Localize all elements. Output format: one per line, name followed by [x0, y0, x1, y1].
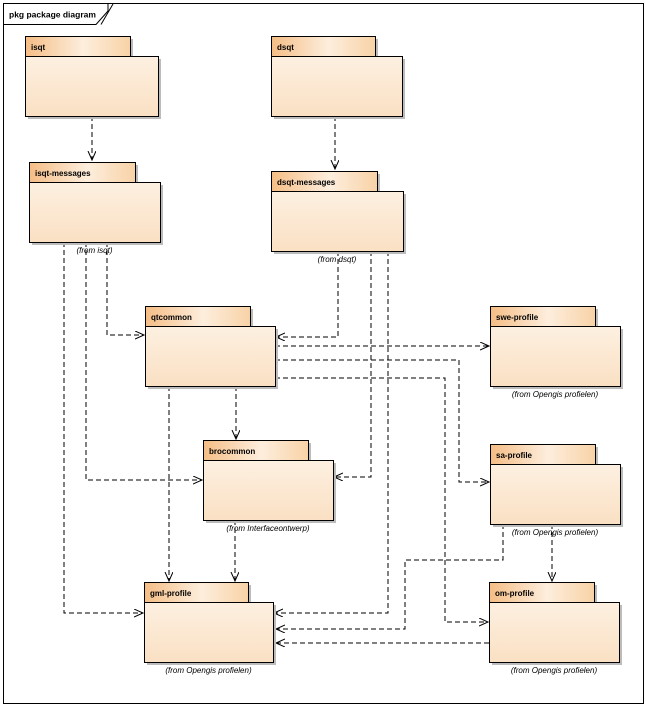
package-body[interactable] — [490, 326, 621, 387]
dependencies-layer — [63, 116, 552, 643]
package-from-label-brocommon: (from Interfaceontwerp) — [226, 524, 309, 533]
package-name-om-profile: om-profile — [495, 589, 535, 598]
package-from-label-dsqt-messages: (from dsqt) — [318, 255, 357, 264]
package-body[interactable] — [490, 464, 621, 525]
package-body[interactable] — [29, 182, 161, 243]
packages-layer: isqt dsqt isqt-messages (from isqt) dsqt-mes… — [25, 36, 624, 676]
package-name-isqt: isqt — [31, 43, 46, 52]
package-body[interactable] — [145, 326, 276, 387]
dependency-qtcommon-to-sa-profile[interactable] — [275, 359, 489, 482]
package-name-isqt-messages: isqt-messages — [35, 169, 91, 178]
package-body[interactable] — [144, 602, 274, 663]
package-name-sa-profile: sa-profile — [496, 451, 533, 460]
package-om-profile[interactable]: om-profile (from Opengis profielen) — [489, 582, 623, 676]
package-from-label-gml-profile: (from Opengis profielen) — [165, 666, 252, 675]
package-body[interactable] — [25, 56, 159, 117]
dependency-dsqt-messages-to-gml-profile[interactable] — [274, 251, 389, 613]
package-gml-profile[interactable]: gml-profile (from Opengis profielen) — [144, 582, 277, 676]
package-qtcommon[interactable]: qtcommon — [145, 306, 279, 390]
package-name-dsqt: dsqt — [277, 43, 294, 52]
package-dsqt-messages[interactable]: dsqt-messages (from dsqt) — [271, 171, 407, 265]
package-sa-profile[interactable]: sa-profile (from Opengis profielen) — [490, 444, 624, 538]
dependency-qtcommon-to-om-profile[interactable] — [275, 377, 488, 622]
package-body[interactable] — [203, 460, 334, 521]
package-from-label-sa-profile: (from Opengis profielen) — [512, 528, 599, 537]
diagram-frame-border — [3, 3, 644, 704]
package-name-gml-profile: gml-profile — [150, 589, 192, 598]
dependency-dsqt-messages-to-brocommon[interactable] — [334, 251, 372, 477]
package-dsqt[interactable]: dsqt — [271, 36, 406, 120]
package-body[interactable] — [271, 191, 404, 252]
dependency-dsqt-messages-to-qtcommon[interactable] — [276, 251, 339, 337]
package-name-qtcommon: qtcommon — [151, 313, 192, 322]
package-isqt-messages[interactable]: isqt-messages (from isqt) — [29, 162, 164, 256]
package-from-label-swe-profile: (from Opengis profielen) — [512, 390, 599, 399]
package-from-label-om-profile: (from Opengis profielen) — [511, 666, 598, 675]
package-swe-profile[interactable]: swe-profile (from Opengis profielen) — [490, 306, 624, 400]
package-brocommon[interactable]: brocommon (from Interfaceontwerp) — [203, 440, 337, 534]
package-isqt[interactable]: isqt — [25, 36, 162, 120]
diagram-frame-tab-slash — [100, 3, 114, 25]
package-body[interactable] — [271, 56, 403, 117]
dependency-isqt-messages-to-qtcommon[interactable] — [106, 242, 144, 335]
diagram-title: pkg package diagram — [9, 10, 96, 20]
package-body[interactable] — [489, 602, 620, 663]
diagram-frame-tab — [3, 3, 109, 25]
package-from-label-isqt-messages: (from isqt) — [77, 246, 113, 255]
dependency-isqt-messages-to-gml-profile[interactable] — [63, 242, 143, 613]
dependency-isqt-messages-to-brocommon[interactable] — [85, 242, 202, 480]
package-name-dsqt-messages: dsqt-messages — [277, 178, 336, 187]
package-name-brocommon: brocommon — [209, 447, 255, 456]
package-name-swe-profile: swe-profile — [496, 313, 539, 322]
dependency-sa-profile-to-gml-profile[interactable] — [276, 524, 504, 629]
